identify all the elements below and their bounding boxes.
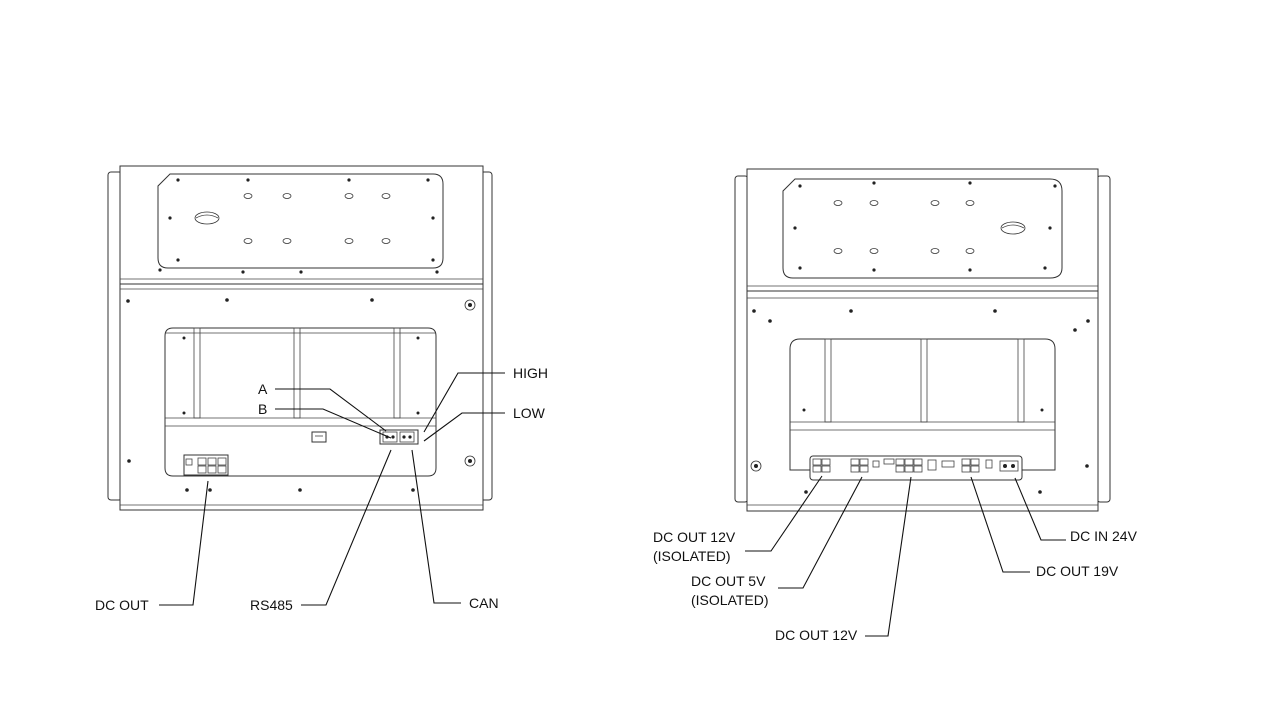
label-low: LOW — [513, 405, 546, 421]
label-b: B — [258, 401, 267, 417]
right-unit-mounting-plate — [782, 178, 1063, 279]
label-dc-out: DC OUT — [95, 597, 149, 613]
right-unit-side-rail-left — [734, 175, 749, 503]
left-unit-mounting-plate — [157, 173, 444, 269]
label-rs485: RS485 — [250, 597, 293, 613]
leader-dc-out-5v-isolated — [778, 476, 863, 589]
leader-dc-in-24v — [1014, 477, 1066, 541]
leader-a — [275, 388, 387, 432]
right-unit-plate-holes — [793, 181, 1057, 272]
left-unit-rs485-can-connector — [379, 429, 419, 445]
left-unit-drawing — [107, 165, 493, 511]
label-high: HIGH — [513, 365, 548, 381]
leader-b — [275, 408, 392, 439]
right-unit-connector-strip — [809, 455, 1023, 481]
leader-dc-out-12v — [865, 476, 912, 637]
leader-dc-out-19v — [970, 476, 1030, 573]
leader-dc-out — [159, 480, 209, 606]
left-unit-window — [164, 327, 437, 477]
label-a: A — [258, 381, 268, 397]
right-unit-window — [789, 338, 1056, 471]
right-unit-side-rail-right — [1096, 175, 1111, 503]
leader-dc-out-12v-isolated — [745, 475, 823, 552]
label-dc-out-12v-isolated: DC OUT 12V — [653, 529, 736, 545]
left-unit-plate-holes — [158, 178, 439, 274]
leader-rs485 — [301, 449, 392, 606]
left-unit-dc-out-connector — [183, 454, 229, 476]
right-unit-cable-hole — [1000, 221, 1026, 235]
left-unit-small-connector — [311, 431, 327, 443]
label-dc-out-12v-isolated-note: (ISOLATED) — [653, 548, 731, 564]
leader-low — [423, 412, 505, 442]
left-unit-leader-lines — [159, 372, 505, 606]
leader-can — [411, 449, 461, 604]
label-dc-out-19v: DC OUT 19V — [1036, 563, 1119, 579]
leader-high — [423, 372, 505, 433]
label-dc-out-5v-isolated-note: (ISOLATED) — [691, 592, 769, 608]
right-unit-leader-lines — [745, 475, 1066, 637]
left-unit-cable-hole — [194, 211, 220, 225]
label-can: CAN — [469, 595, 499, 611]
label-dc-out-12v: DC OUT 12V — [775, 627, 858, 643]
label-dc-in-24v: DC IN 24V — [1070, 528, 1138, 544]
right-unit-drawing — [734, 168, 1111, 512]
label-dc-out-5v-isolated: DC OUT 5V — [691, 573, 766, 589]
